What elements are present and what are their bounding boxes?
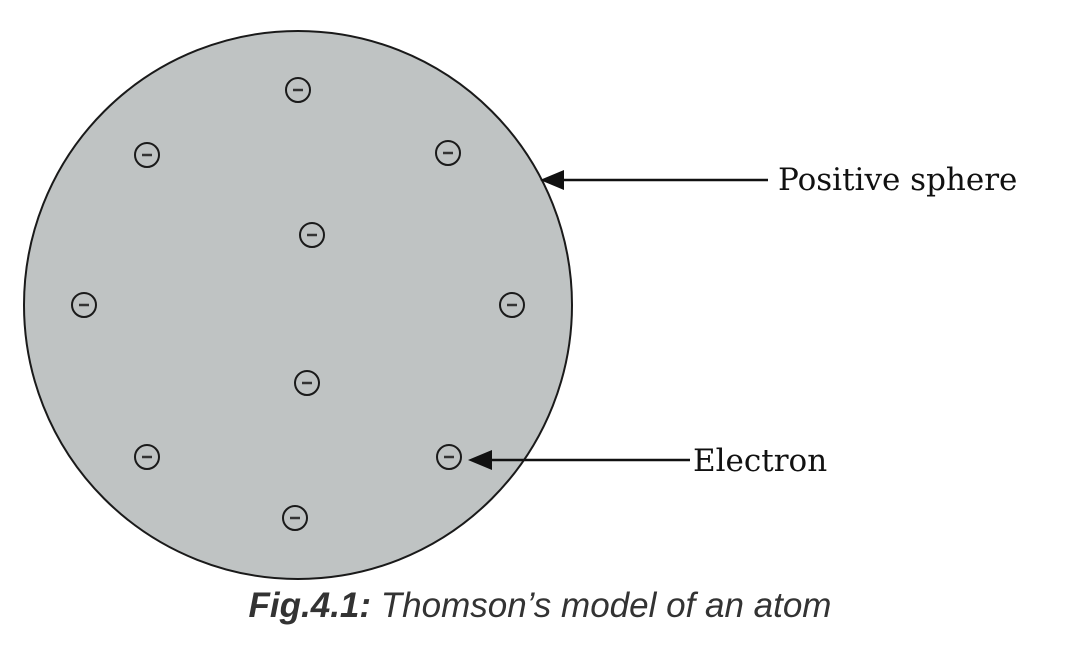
electron <box>134 444 160 470</box>
caption-text: Thomson’s model of an atom <box>371 586 832 625</box>
electron-circle <box>134 444 160 470</box>
electron <box>285 77 311 103</box>
electron <box>435 140 461 166</box>
electron-circle <box>499 292 525 318</box>
electron-arrowhead <box>468 450 492 470</box>
electron <box>134 142 160 168</box>
electron-label: Electron <box>693 443 827 479</box>
electron <box>499 292 525 318</box>
figure-number: Fig.4.1: <box>248 586 372 625</box>
positive-sphere <box>23 30 573 580</box>
electron <box>299 222 325 248</box>
positive-sphere-label: Positive sphere <box>778 162 1017 198</box>
positive-sphere-arrowhead <box>540 170 564 190</box>
electron-circle <box>282 505 308 531</box>
electron-circle <box>435 140 461 166</box>
electron-circle <box>436 444 462 470</box>
electron-circle <box>299 222 325 248</box>
electron-circle <box>294 370 320 396</box>
electron <box>282 505 308 531</box>
electron-circle <box>134 142 160 168</box>
electron-circle <box>285 77 311 103</box>
electron <box>436 444 462 470</box>
electron <box>71 292 97 318</box>
electron <box>294 370 320 396</box>
electron-circle <box>71 292 97 318</box>
figure-caption: Fig.4.1: Thomson’s model of an atom <box>0 586 1080 626</box>
